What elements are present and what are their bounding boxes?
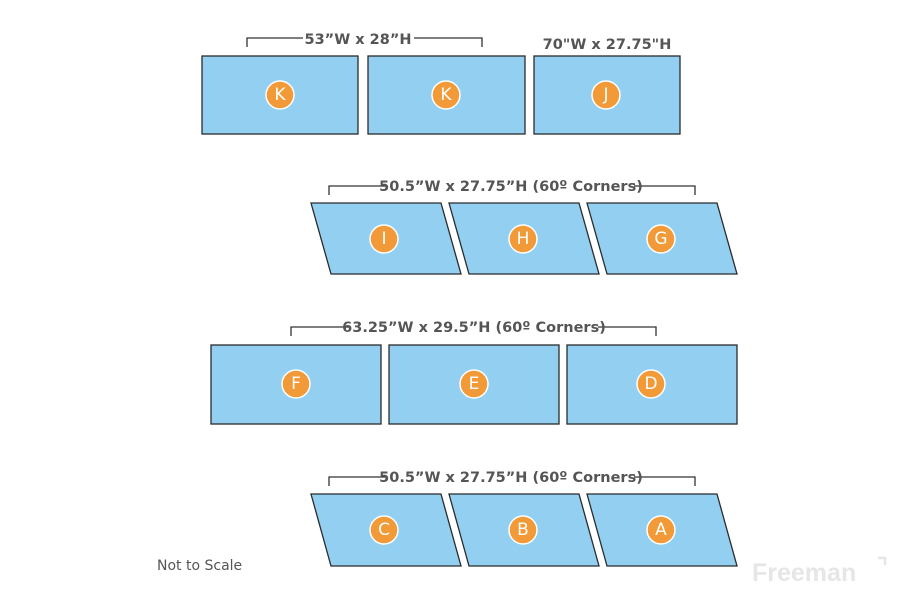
dimension-bracket: [328, 476, 696, 486]
svg-text:K: K: [440, 85, 452, 105]
panel-badge: [508, 224, 538, 254]
dimension-label: 50.5”W x 27.75”H (60º Corners): [379, 179, 643, 195]
svg-text:G: G: [654, 229, 667, 249]
panel-badge: [265, 80, 295, 110]
panel-badge: [646, 224, 676, 254]
not-to-scale-note: Not to Scale: [157, 558, 242, 574]
svg-text:F: F: [291, 374, 301, 394]
panel-badge: [431, 80, 461, 110]
panel-h: H: [448, 202, 600, 275]
panel-badge: [591, 80, 621, 110]
panel-a: A: [586, 493, 738, 567]
svg-text:A: A: [655, 520, 667, 540]
panel-badge: [281, 369, 311, 399]
panel-c: C: [310, 493, 462, 567]
panel-e: E: [388, 344, 560, 425]
panel-k-2: K: [367, 55, 526, 135]
svg-text:E: E: [469, 374, 480, 394]
svg-text:J: J: [602, 85, 608, 105]
svg-text:K: K: [274, 85, 286, 105]
svg-text:I: I: [381, 229, 386, 249]
svg-text:C: C: [378, 520, 390, 540]
logo-corner-mark: [878, 556, 887, 565]
dimension-label: 50.5”W x 27.75”H (60º Corners): [379, 470, 643, 486]
dimension-label: 70"W x 27.75"H: [543, 37, 672, 53]
svg-text:D: D: [644, 374, 657, 394]
panel-badge: [636, 369, 666, 399]
svg-text:H: H: [517, 229, 530, 249]
panel-badge: [508, 515, 538, 545]
panel-badge: [369, 515, 399, 545]
panel-badge: [459, 369, 489, 399]
panel-badge: [646, 515, 676, 545]
dimension-label: 53”W x 28”H: [305, 32, 412, 48]
dimension-label: 63.25”W x 29.5”H (60º Corners): [342, 320, 606, 336]
dimension-bracket: [290, 326, 657, 336]
panel-d: D: [566, 344, 738, 425]
panel-f: F: [210, 344, 382, 425]
dimension-bracket: [328, 185, 696, 195]
dimension-bracket: [246, 37, 483, 47]
panel-b: B: [448, 493, 600, 567]
freeman-logo: Freeman: [752, 559, 856, 587]
panel-j: J: [533, 55, 681, 135]
panel-i: I: [310, 202, 462, 275]
svg-text:B: B: [517, 520, 529, 540]
panel-badge: [369, 224, 399, 254]
panel-g: G: [586, 202, 738, 275]
panel-k-1: K: [201, 55, 359, 135]
